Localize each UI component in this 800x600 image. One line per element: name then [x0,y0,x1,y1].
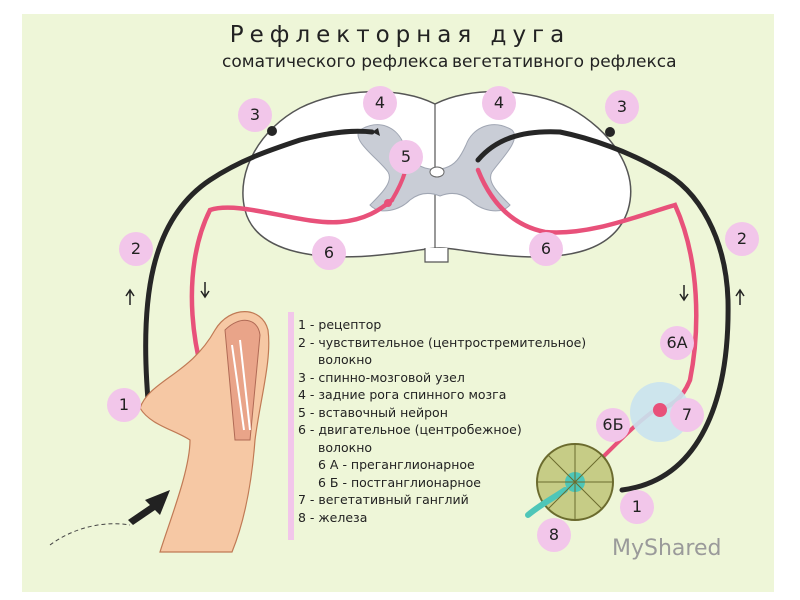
diagram-title: Рефлекторная дуга [229,22,571,48]
badge-8: 8 [537,518,571,552]
badge-3-left: 3 [238,98,272,132]
badge-3-right: 3 [605,90,639,124]
badge-6a: 6А [660,326,694,360]
left-motor-fiber [189,171,407,423]
legend-item-7: 7 - вегетативный ганглий [298,492,469,507]
down-arrow-left-icon [200,282,210,299]
badge-1-left: 1 [107,388,141,422]
up-arrow-right-icon [735,288,745,305]
legend-item-6a: 6 А - преганглионарное [318,457,475,472]
right-sensory-fiber [475,127,731,493]
legend-item-5: 5 - вставочный нейрон [298,404,448,420]
badge-1-right: 1 [620,490,654,524]
legend-item-2-cont: волокно [318,352,373,367]
left-sensory-fiber [143,126,380,403]
legend-bar [288,312,294,540]
legend-item-6b: 6 Б - постганглионарное [318,474,481,490]
badge-2-left: 2 [119,232,153,266]
up-arrow-left-icon [125,288,135,305]
stimulus-arrow-icon [128,490,170,525]
badge-4-right: 4 [482,86,516,120]
down-arrow-right-icon [679,285,689,302]
legend-item-8: 8 - железа [298,509,368,525]
badge-2-right: 2 [725,222,759,256]
subtitle-somatic: соматического рефлекса [222,52,449,72]
badge-7: 7 [670,398,704,432]
spinal-cord [242,90,632,263]
legend-item-2: 2 - чувствительное (центростремительное) [298,334,587,350]
legend-item-6: 6 - двигательное (центробежное) [298,422,522,437]
badge-4-left: 4 [363,86,397,120]
arm-illustration [49,311,270,553]
legend-item-1: 1 - рецептор [298,317,382,332]
watermark: MyShared [612,536,722,561]
badge-5: 5 [389,140,423,174]
subtitle-vegetative: вегетативного рефлекса [452,52,677,72]
legend: 1 - рецептор 2 - чувствительное (центрос… [298,316,598,526]
badge-6-right: 6 [529,232,563,266]
legend-item-4: 4 - задние рога спинного мозга [298,387,507,402]
legend-item-3: 3 - спинно-мозговой узел [298,369,465,385]
gland [525,443,614,521]
badge-6b: 6Б [596,408,630,442]
badge-6-left: 6 [312,236,346,270]
legend-item-6-cont: волокно [318,439,373,455]
